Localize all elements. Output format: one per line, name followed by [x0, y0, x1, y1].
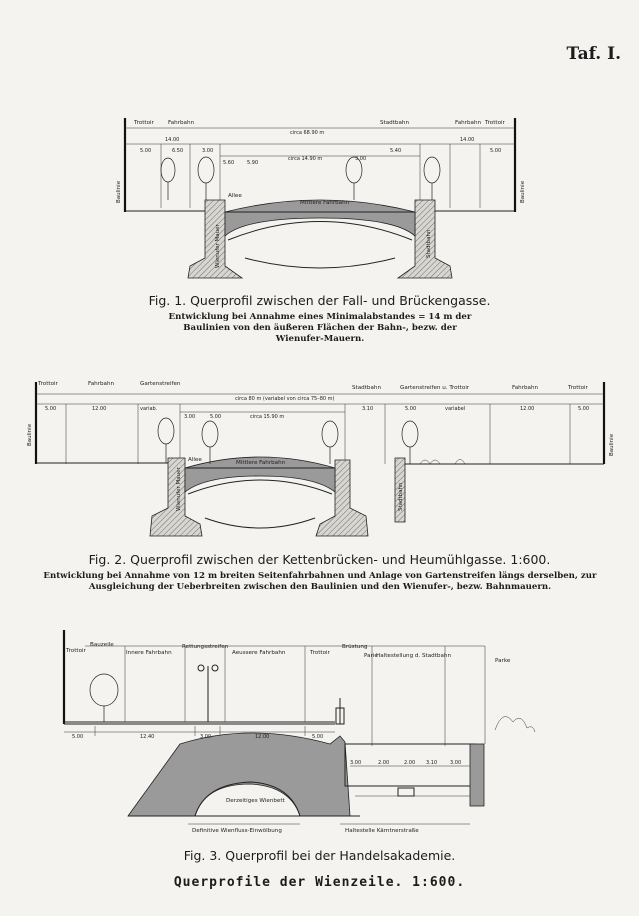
fig2-dim-a5: 5.00: [210, 414, 221, 420]
fig2-note: Entwicklung bei Annahme von 12 m breiten…: [43, 571, 597, 592]
fig2-baulinie-left: Baulinie: [27, 423, 33, 446]
fig1-stadtbahn: Stadtbahn: [380, 120, 409, 126]
fig1-dim-a2: 6.50: [172, 148, 183, 154]
fig2-drawing: Trottoir Fahrbahn Gartenstreifen Stadtba…: [27, 381, 615, 537]
fig3-einwoelbung: Definitive Wienfluss-Einwölbung: [192, 828, 282, 834]
fig1-wienufer-right: Stadtbahn: [426, 229, 432, 258]
fig2-fahrbahn-left: Fahrbahn: [88, 381, 115, 387]
fig3-dim-b1: 3.00: [350, 760, 361, 766]
fig1-dim-mid: circa 14.90 m: [288, 156, 322, 162]
fig1-dim-a4: 5.60: [223, 160, 234, 166]
fig1-dim-a7: 5.40: [390, 148, 401, 154]
fig2-dim-mid: circa 15.90 m: [250, 414, 284, 420]
fig1-wienufer-left: Wienufer Mauer: [215, 223, 221, 268]
fig2-stadtbahn: Stadtbahn: [352, 385, 381, 391]
fig2-dim-a3: variab.: [140, 406, 158, 412]
plate-number: Taf. I.: [566, 44, 621, 64]
fig3-dim-a2: 12.40: [140, 734, 154, 740]
fig1-dim-a6: 3.00: [355, 156, 366, 162]
fig1-fahrbahn-left: Fahrbahn: [168, 120, 195, 126]
fig1-dim-a1: 5.00: [140, 148, 151, 154]
fig1-fahrbahn-right: Fahrbahn: [455, 120, 482, 126]
fig3-bruestung: Brüstung: [342, 644, 368, 650]
fig3-wienbett: Derzeitiges Wienbett: [226, 798, 286, 804]
fig2-wienufer-left: Wienufer Mauer: [176, 466, 182, 511]
fig3-dim-b4: 3.10: [426, 760, 437, 766]
fig3-trottoir: Trottoir: [65, 648, 87, 654]
fig3-dim-a3: 3.00: [200, 734, 211, 740]
fig2-gartenstreifen-trottoir: Gartenstreifen u. Trottoir: [400, 385, 470, 391]
fig3-dim-a1: 5.00: [72, 734, 83, 740]
fig2-dim-a2: 12.00: [92, 406, 106, 412]
fig1-trottoir-left: Trottoir: [133, 120, 155, 126]
fig2-baulinie-right: Baulinie: [609, 433, 615, 456]
fig3-dim-b2: 2.00: [378, 760, 389, 766]
fig1-mittlere-fahrbahn: Mittlere Fahrbahn: [300, 200, 350, 206]
fig2-trottoir-right: Trottoir: [567, 385, 589, 391]
fig2-caption: Fig. 2. Querprofil zwischen der Kettenbr…: [88, 552, 551, 567]
fig3-dim-b5: 3.00: [450, 760, 461, 766]
fig3-innere-fahrbahn: Innere Fahrbahn: [126, 650, 172, 656]
plate-title: Querprofile der Wienzeile. 1:600.: [173, 875, 466, 890]
fig1-note: Entwicklung bei Annahme eines Minimalabs…: [168, 312, 472, 344]
fig3-bauzeile: Bauzeile: [90, 642, 114, 648]
fig3-trottoir-right: Trottoir: [309, 650, 331, 656]
fig3-dim-a4: 12.00: [255, 734, 269, 740]
fig1-caption: Fig. 1. Querprofil zwischen der Fall- un…: [148, 293, 491, 308]
fig2-allee: Allee: [188, 457, 202, 463]
fig2-fahrbahn-right: Fahrbahn: [512, 385, 539, 391]
fig2-dim-a4: 3.00: [184, 414, 195, 420]
fig2-dim-a6: 3.10: [362, 406, 373, 412]
fig3-kaerntnerstrasse: Haltestelle Kärntnerstraße: [345, 828, 419, 834]
fig1-baulinie-left: Baulinie: [116, 180, 122, 203]
fig3-dim-b3: 2.00: [404, 760, 415, 766]
fig1-dim-total: circa 68.90 m: [290, 130, 324, 136]
fig2-wienufer-right: Stadtbahn: [398, 482, 404, 511]
fig3-dim-a5: 5.00: [312, 734, 323, 740]
fig2-dim-a7: 5.00: [405, 406, 416, 412]
fig3-aeussere-fahrbahn: Aeussere Fahrbahn: [232, 650, 286, 656]
fig1-drawing: Trottoir Fahrbahn Stadtbahn Fahrbahn Tro…: [116, 118, 526, 279]
fig1-allee: Allee: [228, 193, 242, 199]
fig3-drawing: Trottoir Bauzeile Innere Fahrbahn Rettun…: [62, 630, 536, 834]
fig3-parie: Parie: [364, 653, 378, 659]
fig3-rettungsstreifen: Rettungsstreifen: [182, 644, 229, 650]
fig2-trottoir-left: Trottoir: [37, 381, 59, 387]
fig1-dim-a3: 3.00: [202, 148, 213, 154]
figure-2: Trottoir Fahrbahn Gartenstreifen Stadtba…: [0, 376, 639, 546]
fig2-dim-a10: 5.00: [578, 406, 589, 412]
fig1-trottoir-right: Trottoir: [484, 120, 506, 126]
figure-1: Trottoir Fahrbahn Stadtbahn Fahrbahn Tro…: [0, 108, 639, 288]
fig3-park: Parke: [495, 658, 511, 664]
fig2-dim-total: circa 80 m (variabel von circa 75–80 m): [235, 396, 335, 402]
fig2-dim-a8: variabel: [445, 406, 465, 412]
fig1-dim-a5: 5.90: [247, 160, 258, 166]
fig1-dim-a8: 5.00: [490, 148, 501, 154]
fig1-dim-left: 14.00: [165, 137, 179, 143]
fig3-caption: Fig. 3. Querprofil bei der Handelsakadem…: [183, 848, 456, 863]
figure-3: Trottoir Bauzeile Innere Fahrbahn Rettun…: [0, 626, 639, 846]
fig2-mittlere-fahrbahn: Mittlere Fahrbahn: [236, 460, 286, 466]
fig3-haltestelle: Haltestellung d. Stadtbahn: [376, 653, 451, 659]
fig2-gartenstreifen: Gartenstreifen: [140, 381, 181, 387]
fig2-dim-a9: 12.00: [520, 406, 534, 412]
fig1-dim-right: 14.00: [460, 137, 474, 143]
fig2-dim-a1: 5.00: [45, 406, 56, 412]
fig1-baulinie-right: Baulinie: [520, 180, 526, 203]
